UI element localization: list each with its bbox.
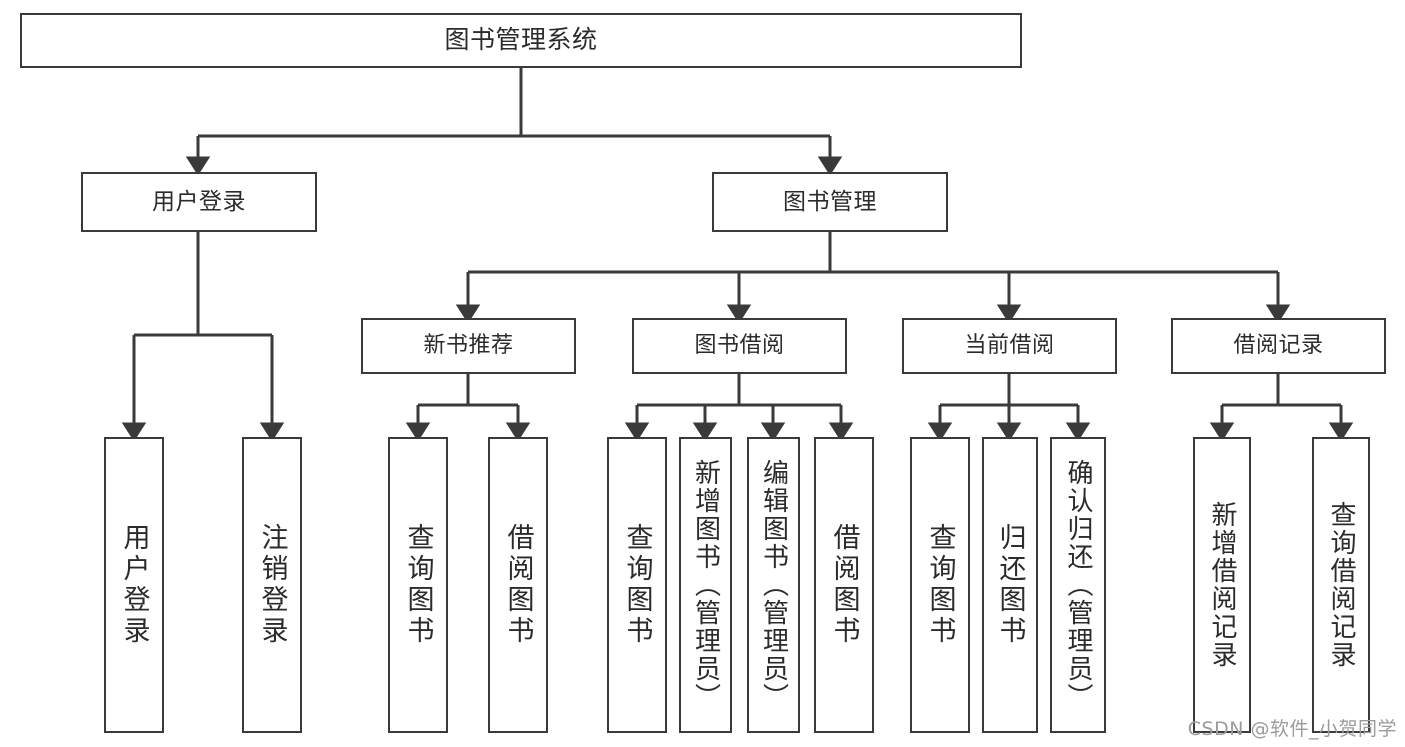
leaf-book-borrow-borrow[interactable]: 借阅图书: [814, 437, 874, 733]
node-label: 用户登录: [152, 188, 246, 215]
node-label: 确认归还（管理员）: [1063, 459, 1093, 711]
node-label: 新增借阅记录: [1207, 501, 1237, 669]
node-label: 新书推荐: [423, 333, 514, 359]
node-label: 用户登录: [118, 523, 150, 647]
node-label: 查询借阅记录: [1326, 501, 1356, 669]
node-label: 借阅记录: [1233, 333, 1324, 359]
node-label: 查询图书: [402, 523, 434, 647]
node-current-borrow[interactable]: 当前借阅: [902, 318, 1117, 374]
watermark: CSDN @软件_小贺同学: [1187, 718, 1397, 740]
leaf-book-borrow-add[interactable]: 新增图书（管理员）: [679, 437, 732, 733]
node-label: 注销登录: [256, 523, 288, 647]
node-label: 图书管理: [783, 188, 877, 215]
node-new-book-recommend[interactable]: 新书推荐: [361, 318, 576, 374]
leaf-book-borrow-query[interactable]: 查询图书: [607, 437, 667, 733]
node-label: 图书借阅: [694, 333, 785, 359]
leaf-borrow-record-add[interactable]: 新增借阅记录: [1193, 437, 1251, 733]
leaf-current-borrow-query[interactable]: 查询图书: [910, 437, 970, 733]
leaf-new-book-borrow[interactable]: 借阅图书: [488, 437, 548, 733]
leaf-new-book-query[interactable]: 查询图书: [388, 437, 448, 733]
node-book-borrow[interactable]: 图书借阅: [632, 318, 847, 374]
node-root-book-management-system[interactable]: 图书管理系统: [20, 13, 1022, 68]
leaf-borrow-record-query[interactable]: 查询借阅记录: [1312, 437, 1370, 733]
leaf-user-login-login[interactable]: 用户登录: [104, 437, 164, 733]
leaf-book-borrow-edit[interactable]: 编辑图书（管理员）: [747, 437, 800, 733]
node-label: 借阅图书: [828, 523, 860, 647]
node-label: 借阅图书: [502, 523, 534, 647]
node-label: 当前借阅: [964, 333, 1055, 359]
node-label: 查询图书: [621, 523, 653, 647]
node-label: 归还图书: [994, 523, 1026, 647]
node-label: 新增图书（管理员）: [690, 459, 721, 711]
leaf-user-login-logout[interactable]: 注销登录: [242, 437, 302, 733]
node-label: 图书管理系统: [444, 25, 598, 55]
node-book-management[interactable]: 图书管理: [712, 172, 948, 232]
node-borrow-record[interactable]: 借阅记录: [1171, 318, 1386, 374]
leaf-current-borrow-confirm-return[interactable]: 确认归还（管理员）: [1050, 437, 1106, 733]
node-label: 查询图书: [924, 523, 956, 647]
node-user-login[interactable]: 用户登录: [81, 172, 317, 232]
leaf-current-borrow-return[interactable]: 归还图书: [982, 437, 1038, 733]
node-label: 编辑图书（管理员）: [758, 459, 789, 711]
